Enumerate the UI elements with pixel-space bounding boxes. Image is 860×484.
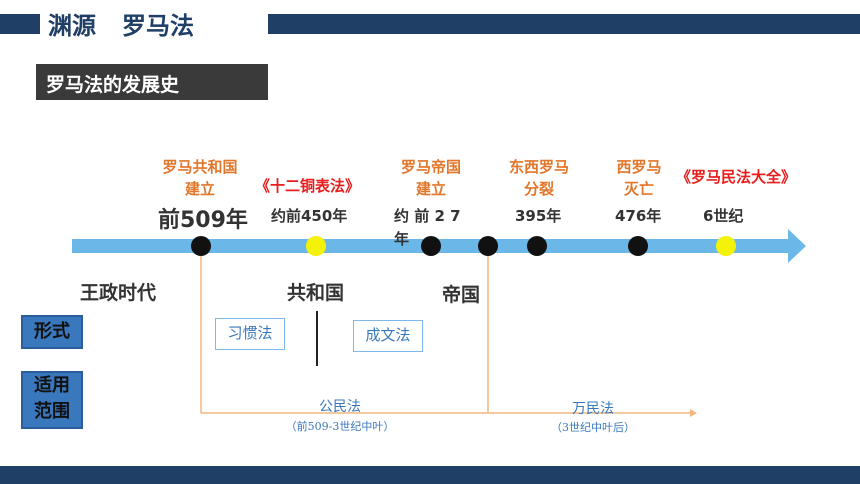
event-date-twelve-tables: 约前450年 [271, 207, 348, 225]
event-label-corpus-juris: 《罗马民法大全》 [676, 168, 797, 186]
event-label-empire: 罗马帝国建立 [400, 158, 461, 198]
era-kingdom: 王政时代 [80, 282, 157, 304]
subtitle-box: 罗马法的发展史 [36, 64, 268, 100]
forms-heading: 形式 [21, 315, 83, 349]
event-date-empire: 约 前 2 7 [394, 207, 461, 225]
header-bar-right [268, 14, 860, 34]
footer-bar [0, 466, 860, 484]
nations-law-label: 万民法 [572, 401, 614, 417]
nations-law-range: （3世纪中叶后） [551, 421, 635, 434]
event-label-split: 东西罗马分裂 [508, 158, 569, 198]
title-roman-law: 罗马法 [122, 12, 194, 40]
event-dot-empire [421, 236, 441, 256]
subtitle-text: 罗马法的发展史 [46, 74, 180, 96]
scope-arrow-head [690, 409, 697, 417]
event-label-twelve-tables: 《十二铜表法》 [255, 177, 361, 195]
event-dot-split [527, 236, 547, 256]
event-date-empire-year: 年 [394, 230, 410, 248]
written-law-box: 成文法 [353, 320, 423, 352]
event-dot-corpus-juris [716, 236, 736, 256]
era-empire: 帝国 [442, 284, 481, 306]
page-title: 渊源罗马法 [48, 6, 194, 41]
event-dot-west-fall [628, 236, 648, 256]
event-dot-twelve-tables [306, 236, 326, 256]
civil-law-label: 公民法 [319, 399, 361, 415]
scope-heading: 适用范围 [21, 371, 83, 429]
event-dot-empire-2 [478, 236, 498, 256]
event-date-corpus-juris: 6世纪 [703, 207, 744, 225]
event-label-west-fall: 西罗马灭亡 [616, 158, 662, 198]
event-label-republic: 罗马共和国建立 [162, 158, 238, 198]
civil-law-range: （前509-3世纪中叶） [285, 420, 395, 433]
header-bar-left [0, 14, 40, 34]
event-date-republic: 前509年 [158, 208, 248, 233]
event-dot-republic [191, 236, 211, 256]
event-date-west-fall: 476年 [615, 207, 662, 225]
custom-law-box: 习惯法 [215, 318, 285, 350]
title-origin: 渊源 [48, 12, 96, 40]
event-date-split: 395年 [515, 207, 562, 225]
era-republic: 共和国 [287, 282, 345, 304]
